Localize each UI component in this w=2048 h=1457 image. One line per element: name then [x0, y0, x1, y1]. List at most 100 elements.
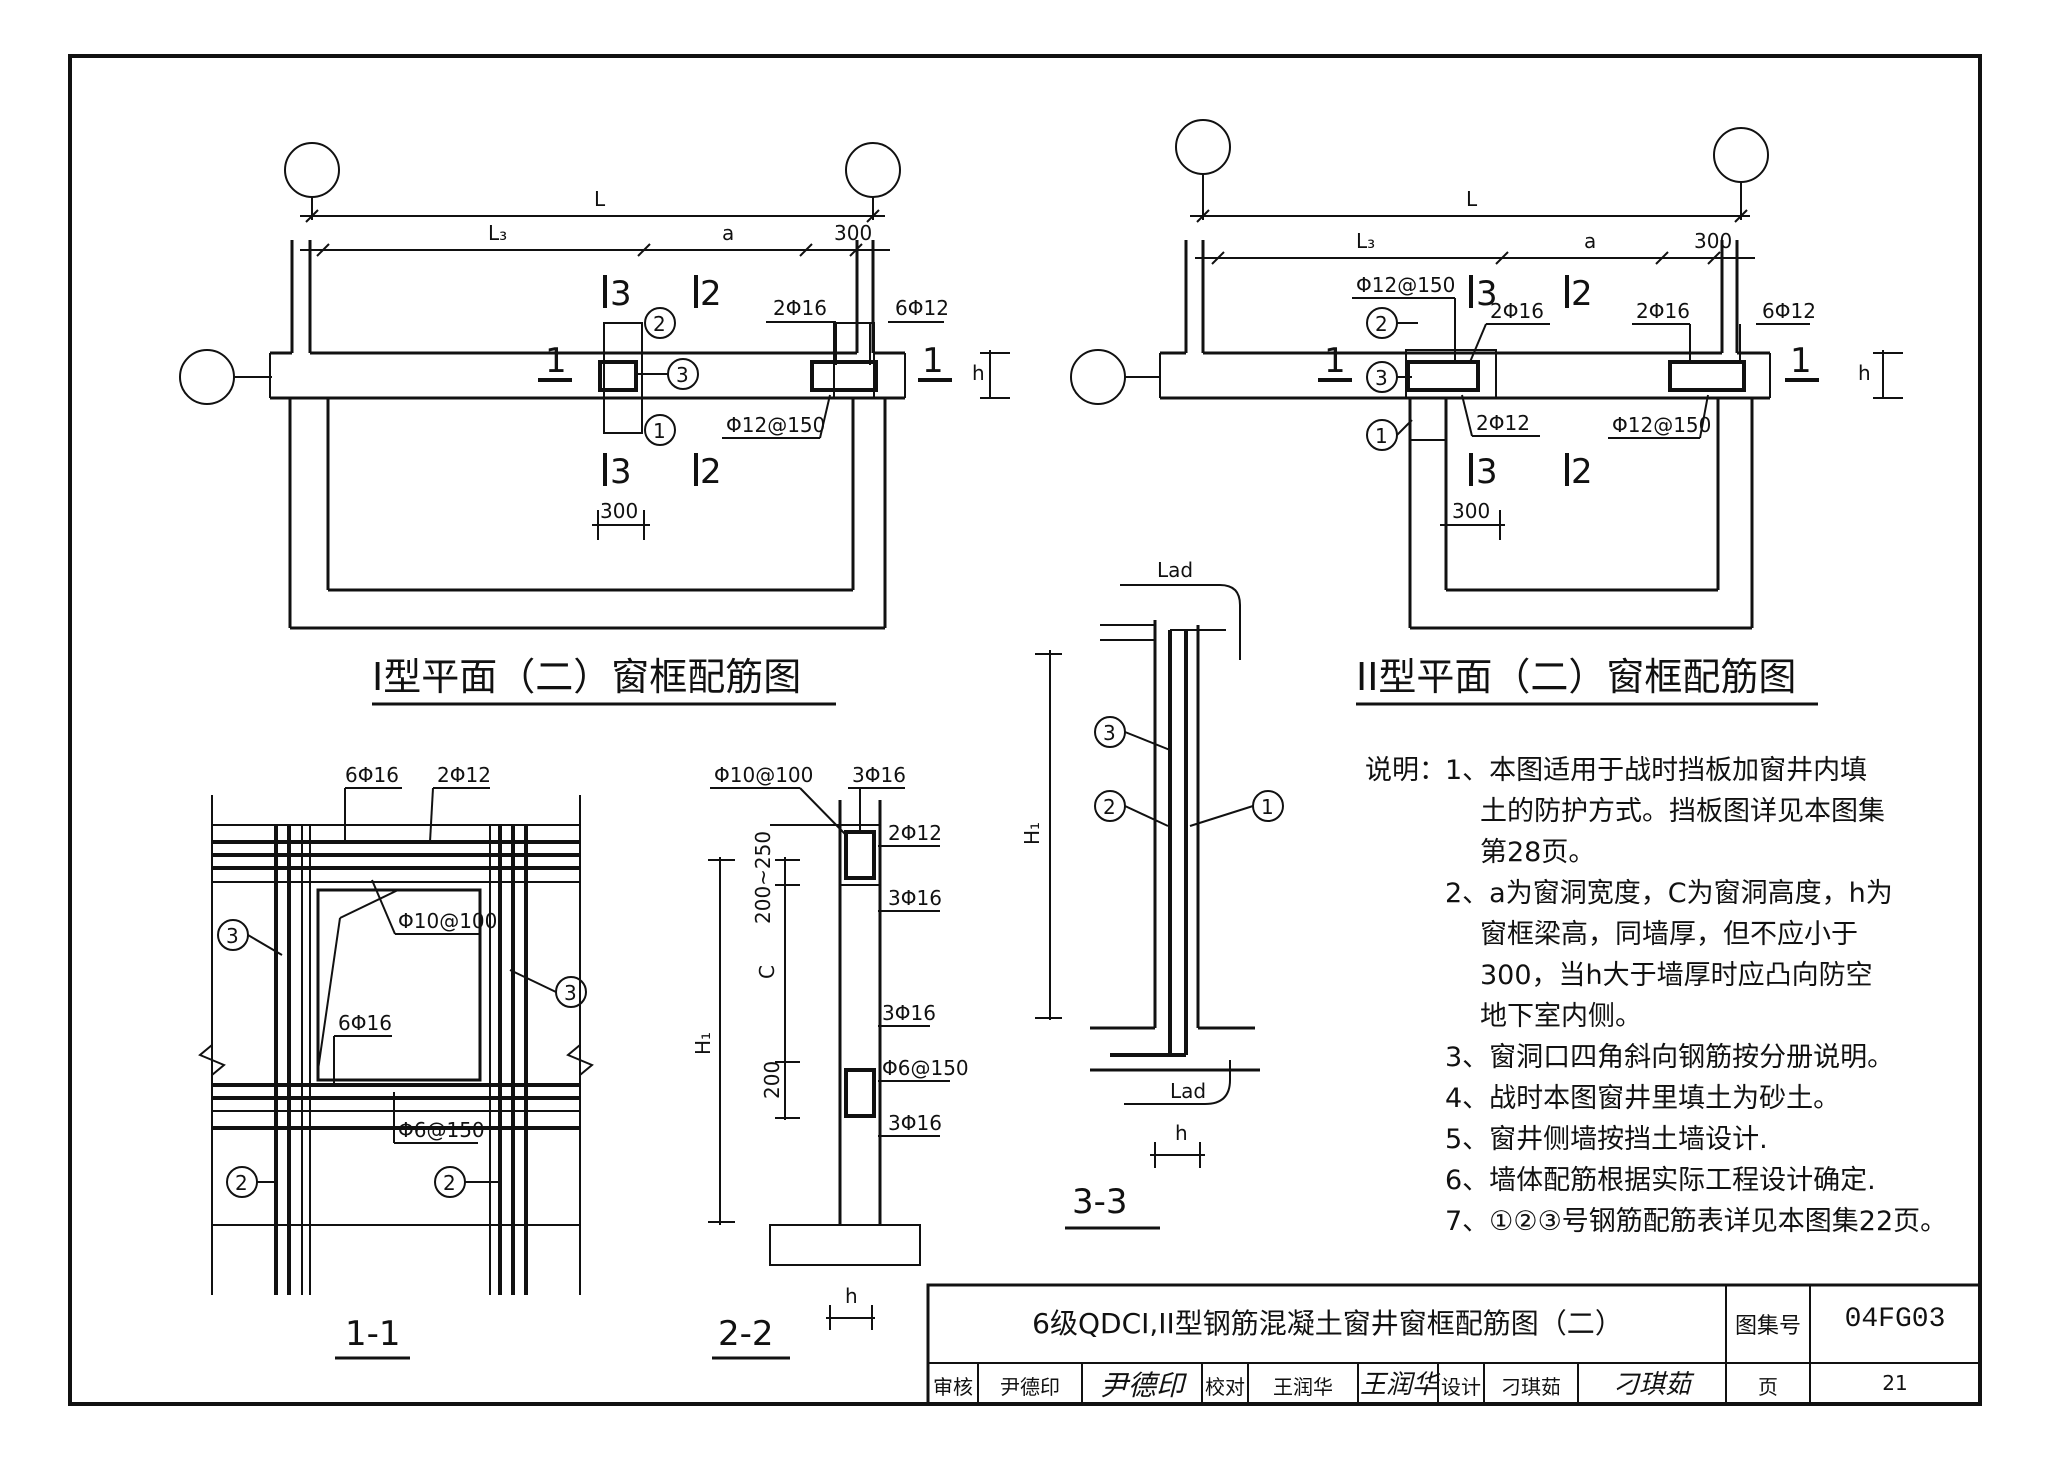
rebar-label: 6Φ16 — [345, 763, 399, 787]
axis-bubble — [284, 142, 340, 198]
note-line: 4、战时本图窗井里填土为砂土。 — [1445, 1083, 1841, 1114]
note-line: 第28页。 — [1480, 837, 1596, 868]
section-mark-1: 1 — [1324, 341, 1346, 381]
rebar-label: 3Φ16 — [852, 763, 906, 787]
title-block — [926, 1283, 1982, 1406]
note-line: 5、窗井侧墙按挡土墙设计. — [1445, 1124, 1768, 1155]
drawing-title: 6级QDCI,II型钢筋混凝土窗井窗框配筋图（二） — [1032, 1307, 1623, 1340]
dim-Lad: Lad — [1170, 1079, 1206, 1103]
designer-name: 刁琪茹 — [1501, 1375, 1561, 1399]
dim-h: h — [845, 1284, 858, 1308]
marker-1: 1 — [1261, 795, 1274, 819]
marker-2: 2 — [653, 312, 666, 336]
marker-2: 2 — [443, 1171, 456, 1195]
stirrup-label: Φ12@150 — [1612, 413, 1711, 437]
axis-bubble — [845, 142, 901, 198]
note-line: 1、本图适用于战时挡板加窗井内填 — [1445, 755, 1868, 786]
rebar-label: 6Φ16 — [338, 1011, 392, 1035]
dim-200: 200 — [760, 1061, 784, 1099]
dim-C: C — [755, 965, 779, 979]
dim-H1: H₁ — [691, 1032, 715, 1055]
rebar-cage — [810, 360, 878, 392]
note-line: 6、墙体配筋根据实际工程设计确定. — [1445, 1165, 1876, 1196]
dim-h: h — [1858, 361, 1871, 385]
dim-L: L — [594, 187, 606, 211]
section-mark-2: 2 — [700, 274, 722, 314]
section-2-2: H₁ 200~250 C 200 Φ10@100 3Φ16 2Φ12 3Φ16 … — [691, 763, 969, 1360]
plan-type-1: L L₃ a 300 3 3 2 2 1 1 2 3 1 — [179, 142, 1010, 706]
section-mark-1: 1 — [922, 341, 944, 381]
dim-300: 300 — [1452, 499, 1490, 523]
marker-3: 3 — [1103, 721, 1116, 745]
note-line: 地下室内侧。 — [1480, 1001, 1642, 1032]
marker-3: 3 — [564, 981, 577, 1005]
rebar-cage — [844, 1068, 876, 1118]
rebar-cage — [598, 360, 638, 392]
designer-signature: 刁琪茹 — [1612, 1370, 1691, 1400]
design-label: 设计 — [1441, 1375, 1481, 1399]
plan-type-2: L L₃ a 300 3 3 2 2 1 1 2 3 1 Φ12@150 2Φ1… — [1070, 119, 1903, 706]
dim-a: a — [1584, 229, 1596, 253]
section-mark-2: 2 — [700, 452, 722, 492]
marker-3: 3 — [226, 924, 239, 948]
section-2-2-title: 2-2 — [718, 1314, 774, 1354]
dim-L3: L₃ — [1356, 229, 1375, 253]
dim-200-250: 200~250 — [751, 831, 775, 924]
section-mark-3: 3 — [610, 274, 632, 314]
note-line: 300，当h大于墙厚时应凸向防空 — [1480, 960, 1873, 991]
note-line: 窗框梁高，同墙厚，但不应小于 — [1480, 919, 1858, 950]
section-1-1: 6Φ16 2Φ12 Φ10@100 6Φ16 Φ6@150 3 3 2 2 1-… — [198, 763, 594, 1360]
section-mark-1: 1 — [1790, 341, 1812, 381]
marker-1: 1 — [653, 419, 666, 443]
rebar-label: 6Φ12 — [1762, 299, 1816, 323]
section-mark-2: 2 — [1571, 274, 1593, 314]
section-3-3-title: 3-3 — [1072, 1182, 1128, 1222]
marker-2: 2 — [1103, 795, 1116, 819]
check-label: 校对 — [1205, 1375, 1245, 1399]
section-3-3: Lad Lad H₁ 3 2 1 h 3-3 — [1020, 558, 1284, 1230]
marker-2: 2 — [1375, 312, 1388, 336]
rebar-label: 2Φ12 — [437, 763, 491, 787]
plan2-title: II型平面（二）窗框配筋图 — [1356, 655, 1796, 699]
stirrup-label: Φ10@100 — [714, 763, 813, 787]
stirrup-label: Φ12@150 — [726, 413, 825, 437]
plan1-title: I型平面（二）窗框配筋图 — [372, 655, 801, 699]
rebar-label: 3Φ16 — [888, 886, 942, 910]
note-line: 土的防护方式。挡板图详见本图集 — [1480, 796, 1885, 827]
dim-300: 300 — [1694, 229, 1732, 253]
atlas-number: 04FG03 — [1844, 1304, 1946, 1335]
axis-bubble — [179, 349, 235, 405]
dim-L: L — [1466, 187, 1478, 211]
page-label: 页 — [1758, 1375, 1778, 1399]
section-mark-2: 2 — [1571, 452, 1593, 492]
dim-h: h — [1175, 1121, 1188, 1145]
marker-3: 3 — [676, 363, 689, 387]
dim-H1: H₁ — [1020, 822, 1044, 845]
stirrup-label: Φ6@150 — [882, 1056, 969, 1080]
reviewer-name: 尹德印 — [1000, 1375, 1060, 1399]
dim-h: h — [972, 361, 985, 385]
marker-3: 3 — [1375, 366, 1388, 390]
rebar-label: 6Φ12 — [895, 296, 949, 320]
rebar-label: 2Φ12 — [888, 821, 942, 845]
stirrup-label: Φ10@100 — [398, 909, 497, 933]
atlas-label: 图集号 — [1734, 1314, 1801, 1339]
section-1-1-title: 1-1 — [345, 1314, 401, 1354]
section-mark-3: 3 — [1476, 274, 1498, 314]
checker-signature: 王润华 — [1360, 1370, 1439, 1400]
dim-L3: L₃ — [488, 221, 507, 245]
stirrup-label: Φ6@150 — [398, 1118, 485, 1142]
reviewer-signature: 尹德印 — [1099, 1369, 1184, 1402]
section-mark-3: 3 — [610, 452, 632, 492]
dim-300: 300 — [600, 499, 638, 523]
rebar-label: 3Φ16 — [888, 1111, 942, 1135]
frame-column — [603, 322, 643, 434]
note-line: 7、①②③号钢筋配筋表详见本图集22页。 — [1445, 1206, 1948, 1237]
marker-2: 2 — [235, 1171, 248, 1195]
review-label: 审核 — [933, 1375, 973, 1399]
rebar-label: 2Φ12 — [1476, 411, 1530, 435]
note-line: 3、窗洞口四角斜向钢筋按分册说明。 — [1445, 1042, 1895, 1073]
rebar-cage — [844, 830, 876, 880]
dim-Lad: Lad — [1157, 558, 1193, 582]
